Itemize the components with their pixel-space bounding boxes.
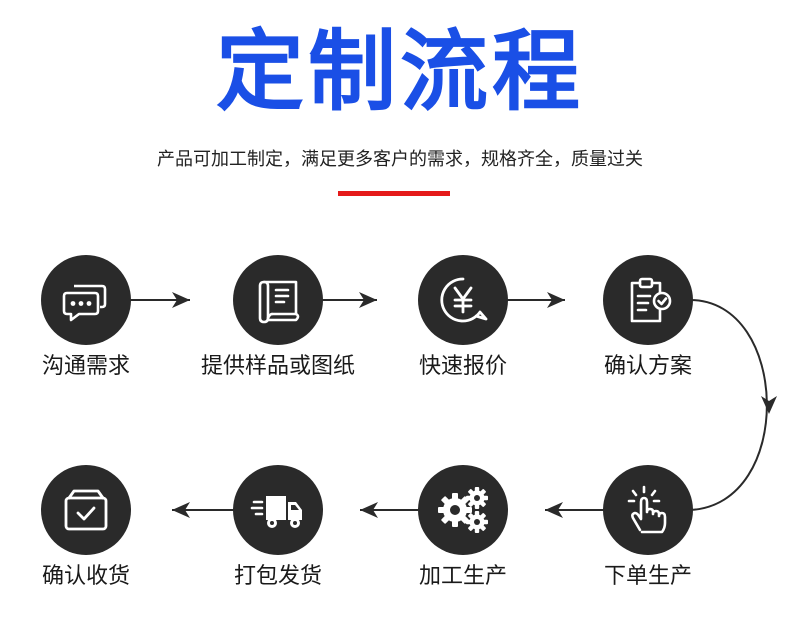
yuan-price-icon <box>440 277 488 323</box>
step-label-quote: 快速报价 <box>418 354 507 379</box>
step-node-ship <box>233 465 323 555</box>
step-node-sample <box>233 255 323 345</box>
delivery-truck-icon <box>250 496 302 528</box>
step-label-confirm-plan: 确认方案 <box>603 354 692 379</box>
step-node-communicate <box>41 255 131 345</box>
arrowhead-1-2 <box>172 292 190 308</box>
accent-divider <box>338 191 450 196</box>
step-label-produce: 加工生产 <box>418 564 507 589</box>
step-node-confirm-plan <box>603 255 693 345</box>
chat-bubbles-icon <box>62 284 107 322</box>
arrow-4-5-curve <box>689 299 768 511</box>
step-label-receive: 确认收货 <box>41 564 130 589</box>
page-subtitle: 产品可加工制定，满足更多客户的需求，规格齐全，质量过关 <box>157 149 643 170</box>
page-title: 定制流程 <box>215 20 584 123</box>
arrowhead-4-5 <box>761 396 777 414</box>
clipboard-check-icon <box>630 277 672 323</box>
step-label-communicate: 沟通需求 <box>41 354 130 379</box>
blueprint-scroll-icon <box>258 280 300 324</box>
arrowhead-2-3 <box>359 292 377 308</box>
step-label-sample: 提供样品或图纸 <box>200 354 355 379</box>
arrowhead-6-7 <box>360 502 378 518</box>
arrowhead-3-4 <box>547 292 565 308</box>
arrowhead-5-6 <box>545 502 563 518</box>
step-label-ship: 打包发货 <box>233 564 322 589</box>
arrowhead-7-8 <box>172 502 190 518</box>
gears-icon <box>438 487 488 533</box>
tap-finger-icon <box>627 485 667 534</box>
step-node-receive <box>41 465 131 555</box>
step-node-produce <box>418 465 508 555</box>
step-node-order <box>603 465 693 555</box>
step-label-order: 下单生产 <box>603 564 692 589</box>
receive-box-icon <box>64 489 108 531</box>
step-node-quote <box>418 255 508 345</box>
